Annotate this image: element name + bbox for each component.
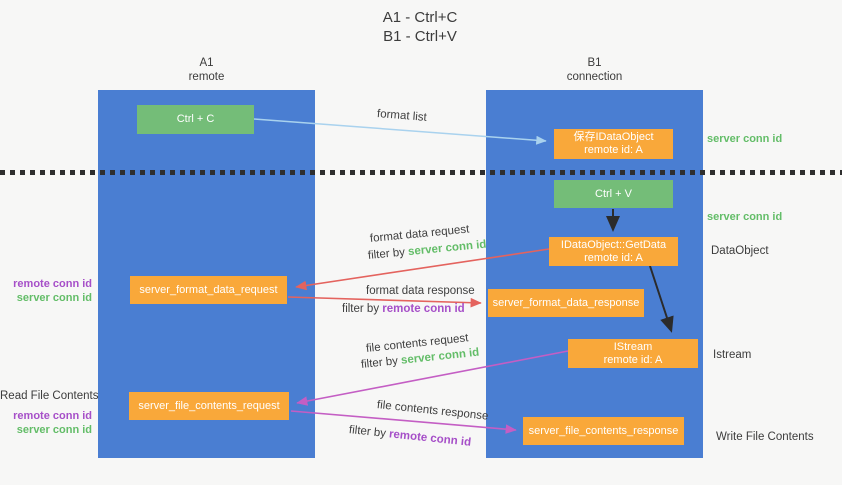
node-file-request-label: server_file_contents_request	[138, 399, 280, 412]
node-ctrl-v-label: Ctrl + V	[595, 187, 632, 200]
title-line-b1: B1 - Ctrl+V	[383, 28, 457, 45]
left-server-conn-id-label-2: server conn id	[16, 424, 92, 436]
node-ctrl-c: Ctrl + C	[137, 105, 254, 134]
node-server-file-contents-response: server_file_contents_response	[523, 417, 684, 445]
node-idataobject-getdata: IDataObject::GetData remote id: A	[549, 237, 678, 266]
file-contents-response-label: file contents response	[376, 399, 489, 423]
left-remote-conn-id-label-1: remote conn id	[13, 278, 92, 290]
node-format-request-label: server_format_data_request	[139, 283, 278, 296]
node-getdata-line1: IDataObject::GetData	[560, 238, 667, 251]
node-server-format-data-request: server_format_data_request	[130, 276, 287, 304]
node-format-response-label: server_format_data_response	[492, 296, 640, 309]
right-server-conn-id-label-1: server conn id	[707, 133, 783, 145]
lifeline-a1-name: A1	[199, 57, 214, 69]
remote-conn-id-text: remote conn id	[382, 303, 465, 315]
lifeline-b1-name: B1	[587, 57, 602, 69]
lifeline-a1-header: A1 remote	[98, 57, 315, 84]
diagram-title: A1 - Ctrl+C B1 - Ctrl+V	[300, 8, 540, 46]
node-save-idataobject-line2: remote id: A	[584, 144, 643, 156]
node-file-response-label: server_file_contents_response	[528, 424, 679, 437]
filter-by-remote-conn-id-label-2: filter by remote conn id	[348, 424, 471, 449]
phase-divider-dotted-line	[0, 170, 842, 175]
dataobject-label: DataObject	[711, 245, 769, 257]
format-data-response-label: format data response	[366, 285, 475, 297]
remote-conn-id-text: remote conn id	[388, 428, 472, 449]
node-getdata-line2: remote id: A	[584, 251, 643, 264]
lifeline-b1-header: B1 connection	[486, 57, 703, 84]
filter-by-text: filter by	[367, 246, 409, 262]
node-istream-line1: IStream	[613, 340, 653, 353]
filter-by-text: filter by	[360, 354, 402, 371]
node-server-file-contents-request: server_file_contents_request	[129, 392, 289, 420]
node-save-idataobject-line1: 保存IDataObject	[573, 131, 654, 143]
left-remote-conn-id-label-2: remote conn id	[13, 410, 92, 422]
node-save-idataobject: 保存IDataObject remote id: A	[554, 129, 673, 159]
server-conn-id-text: server conn id	[407, 238, 487, 259]
node-ctrl-v: Ctrl + V	[554, 180, 673, 208]
write-file-contents-label: Write File Contents	[716, 431, 814, 443]
filter-by-text: filter by	[342, 303, 383, 315]
node-ctrl-c-label: Ctrl + C	[176, 113, 215, 125]
format-list-label: format list	[376, 108, 428, 124]
left-server-conn-id-label-1: server conn id	[16, 292, 92, 304]
node-istream-line2: remote id: A	[603, 353, 663, 366]
filter-by-text: filter by	[348, 424, 390, 441]
read-file-contents-label: Read File Contents	[0, 390, 99, 402]
title-line-a1: A1 - Ctrl+C	[382, 9, 458, 26]
node-istream: IStream remote id: A	[568, 339, 698, 368]
right-server-conn-id-label-2: server conn id	[707, 211, 783, 223]
istream-label: Istream	[713, 349, 752, 361]
filter-by-remote-conn-id-label-1: filter by remote conn id	[342, 303, 465, 315]
lifeline-b1-subtitle: connection	[566, 70, 623, 83]
lifeline-a1-subtitle: remote	[188, 70, 225, 83]
node-server-format-data-response: server_format_data_response	[488, 289, 644, 317]
